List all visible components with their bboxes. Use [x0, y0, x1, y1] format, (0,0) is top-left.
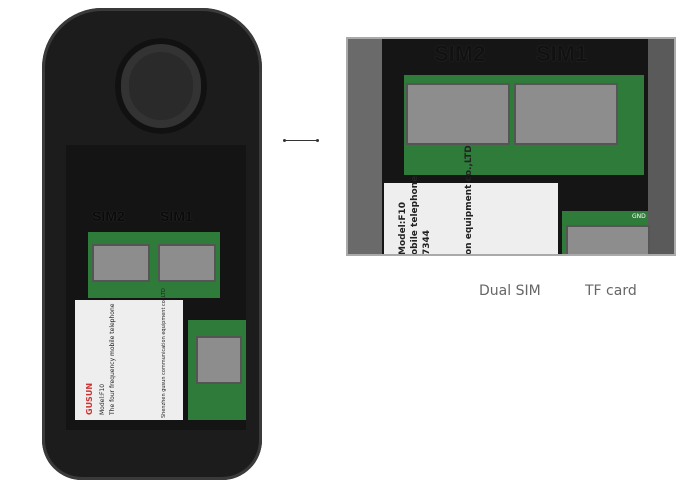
side-rail — [348, 39, 382, 254]
maker-text: Shenzhen gusun communication equipment c… — [161, 288, 167, 418]
tf-card-slot — [196, 336, 242, 384]
product-text: obile telephone — [410, 175, 420, 255]
product-text: The four frequency mobile telephone — [109, 303, 116, 415]
gnd-text: GND — [632, 213, 646, 220]
sim1-slot — [158, 244, 216, 282]
sim2-slot — [92, 244, 150, 282]
sticker: Model:F10 obile telephone 7344 on equipm… — [384, 145, 558, 255]
tf-card-slot — [566, 225, 650, 254]
sim2-text: SIM2 — [92, 208, 125, 224]
sim1-text: SIM1 — [536, 41, 588, 66]
sim1-slot — [514, 83, 618, 145]
brand-logo: GUSUN — [85, 382, 94, 415]
code-text: 7344 — [422, 229, 432, 255]
maker-text: on equipment co.,LTD — [464, 145, 474, 255]
side-rail — [648, 39, 674, 254]
zoomed-inset-image: SIM2 SIM1 Model:F10 obile telephone 7344… — [346, 37, 676, 256]
sim1-text: SIM1 — [160, 208, 193, 224]
line-dot — [283, 139, 286, 142]
caption-tf-card: TF card — [585, 283, 637, 299]
connector-line — [284, 140, 318, 141]
sim2-slot — [406, 83, 510, 145]
speaker — [115, 38, 207, 134]
caption-dual-sim: Dual SIM — [479, 283, 541, 299]
model-text: Model:F10 — [99, 383, 106, 415]
line-dot — [316, 139, 319, 142]
phone-sticker: GUSUN Model:F10 The four frequency mobil… — [75, 288, 183, 420]
sim2-text: SIM2 — [434, 41, 486, 66]
model-text: Model:F10 — [398, 201, 408, 255]
